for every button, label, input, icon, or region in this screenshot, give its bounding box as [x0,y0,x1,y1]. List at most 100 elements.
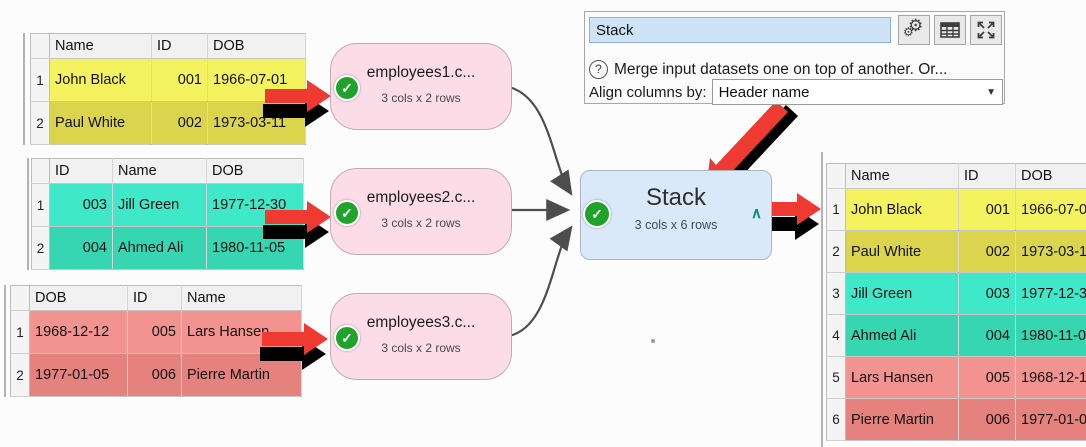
row-number-header [826,163,846,189]
align-columns-label: Align columns by: [589,83,707,101]
table-cell[interactable]: 001 [151,58,208,102]
gear-icon[interactable]: ⚙ ⚙ [898,15,930,45]
column-header[interactable]: DOB [1015,163,1086,189]
node-employees3[interactable]: ✓ employees3.c... 3 cols x 2 rows [330,293,512,380]
node-title: employees1.c... [366,64,476,81]
node-dimensions: 3 cols x 2 rows [381,216,461,230]
table-cell[interactable]: Lars Hansen [181,310,302,354]
table-cell[interactable]: 1977-12-30 [206,183,304,227]
row-number[interactable]: 6 [826,398,846,441]
table-cell[interactable]: John Black [49,58,152,102]
align-columns-value: Header name [718,83,810,101]
column-header[interactable]: ID [49,158,113,184]
table-cell[interactable]: 1980-11-05 [206,226,304,270]
row-number[interactable]: 1 [30,58,50,102]
row-number[interactable]: 5 [826,356,846,399]
table-cell[interactable]: 1973-03-11 [207,101,306,145]
table-cell[interactable]: 003 [958,272,1016,315]
row-number[interactable]: 1 [31,183,50,227]
table-cell[interactable]: 004 [49,226,113,270]
table-cell[interactable]: Jill Green [112,183,207,227]
table-cell[interactable]: Lars Hansen [845,356,959,399]
column-header[interactable]: Name [845,163,959,189]
table-cell[interactable]: 1966-07-01 [1015,188,1086,231]
table-cell[interactable]: 002 [958,230,1016,273]
row-number[interactable]: 2 [826,230,846,273]
row-number[interactable]: 2 [30,101,50,145]
table-cell[interactable]: Pierre Martin [845,398,959,441]
column-header[interactable]: DOB [206,158,304,184]
row-number[interactable]: 2 [10,353,30,397]
table-cell[interactable]: 1980-11-05 [1015,314,1086,357]
node-dimensions: 3 cols x 2 rows [381,341,461,355]
table-cell[interactable]: Ahmed Ali [112,226,207,270]
table-cell[interactable]: 1968-12-12 [29,310,128,354]
help-icon[interactable]: ? [589,60,608,79]
table-cell[interactable]: 003 [49,183,113,227]
column-header[interactable]: Name [112,158,207,184]
canvas-dot [651,339,655,343]
check-icon: ✓ [334,75,360,101]
align-columns-dropdown[interactable]: Header name ▼ [711,79,1003,105]
table-cell[interactable]: 005 [127,310,182,354]
window-edge-line [4,285,6,397]
table-cell[interactable]: 1968-12-12 [1015,356,1086,399]
node-stack[interactable]: ✓ Stack 3 cols x 6 rows ∧ [580,170,772,260]
row-number[interactable]: 1 [826,188,846,231]
column-header[interactable]: ID [127,285,182,311]
table-cell[interactable]: Ahmed Ali [845,314,959,357]
table-cell[interactable]: Paul White [845,230,959,273]
grid-icon[interactable] [934,15,966,45]
column-header[interactable]: ID [958,163,1016,189]
row-number-header [10,285,30,311]
node-title: Stack [645,184,707,211]
row-number[interactable]: 1 [10,310,30,354]
table-cell[interactable]: Paul White [49,101,152,145]
table-cell[interactable]: 1977-01-05 [1015,398,1086,441]
node-dimensions: 3 cols x 6 rows [634,218,718,232]
node-title: employees3.c... [366,314,476,331]
column-header[interactable]: DOB [29,285,128,311]
table-cell[interactable]: 1977-12-30 [1015,272,1086,315]
column-header[interactable]: DOB [207,33,306,59]
column-header[interactable]: Name [181,285,302,311]
node-employees2[interactable]: ✓ employees2.c... 3 cols x 2 rows [330,168,512,255]
table-cell[interactable]: 004 [958,314,1016,357]
table-cell[interactable]: John Black [845,188,959,231]
column-header[interactable]: Name [49,33,152,59]
window-edge-line [821,152,823,447]
window-edge-line [27,158,29,270]
table-cell[interactable]: 001 [958,188,1016,231]
table-cell[interactable]: 006 [958,398,1016,441]
table-cell[interactable]: 002 [151,101,208,145]
collapse-caret[interactable]: ∧ [751,205,762,222]
table-cell[interactable]: 1966-07-01 [207,58,306,102]
node-employees1[interactable]: ✓ employees1.c... 3 cols x 2 rows [330,43,512,130]
table-cell[interactable]: Pierre Martin [181,353,302,397]
expand-icon[interactable] [970,15,1002,45]
table-cell[interactable]: 005 [958,356,1016,399]
table-cell[interactable]: Jill Green [845,272,959,315]
row-number[interactable]: 3 [826,272,846,315]
node-name-input[interactable] [589,17,891,43]
row-number[interactable]: 4 [826,314,846,357]
table-cell[interactable]: 1977-01-05 [29,353,128,397]
row-number[interactable]: 2 [31,226,50,270]
table-cell[interactable]: 1973-03-11 [1015,230,1086,273]
column-header[interactable]: ID [151,33,208,59]
table-cell[interactable]: 006 [127,353,182,397]
node-title: employees2.c... [366,189,476,206]
